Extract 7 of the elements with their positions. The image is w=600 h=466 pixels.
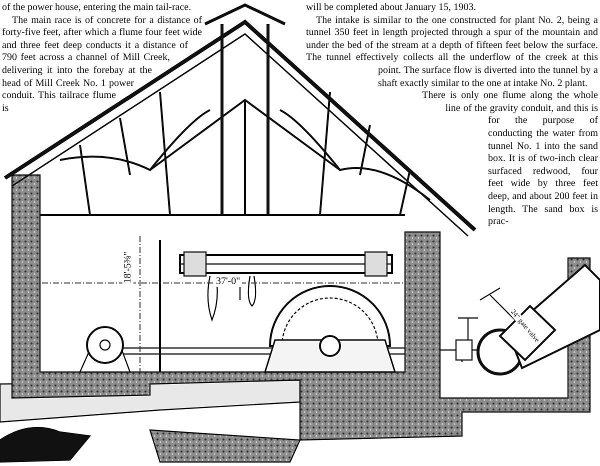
text-paragraph: There is only one flume along the whole line of the gravity conduit, and this is for the purpose of conducting the water from tunnel No. 1 into the sand box. It is of two-inch clear surfaced redwood, four feet wide by three feet deep, and about 200 feet in length. The sand box is prac- <box>421 90 598 229</box>
text-paragraph: The intake is similar to the one constructed for plant No. 2, being a tunnel 350 feet in length projected through a spur of the mountain and under the bed of the stream at a depth of fifteen feet below the surface. The tunnel effectively collects all the underflow of the creek at this point. The surface flow is diverted into the tunnel by a shaft exactly similar to the one at intake No. 2 plant. <box>306 14 598 90</box>
dimension-label: 37'-0" <box>214 276 242 287</box>
text-paragraph: will be completed about January 15, 1903. <box>306 2 477 15</box>
text-paragraph: of the power house, entering the main tail-race. <box>2 2 192 15</box>
text-paragraph: The main race is of concrete for a distance of forty-five feet, after which a flume four feet wide and three feet deep conducts it a distance of 790 feet across a channel of Mill Creek, delivering it into the forebay at the head of Mill Creek No. 1 power conduit. This tailrace flume is <box>2 14 202 116</box>
dimension-label: 18'-5⅜" <box>122 250 134 286</box>
